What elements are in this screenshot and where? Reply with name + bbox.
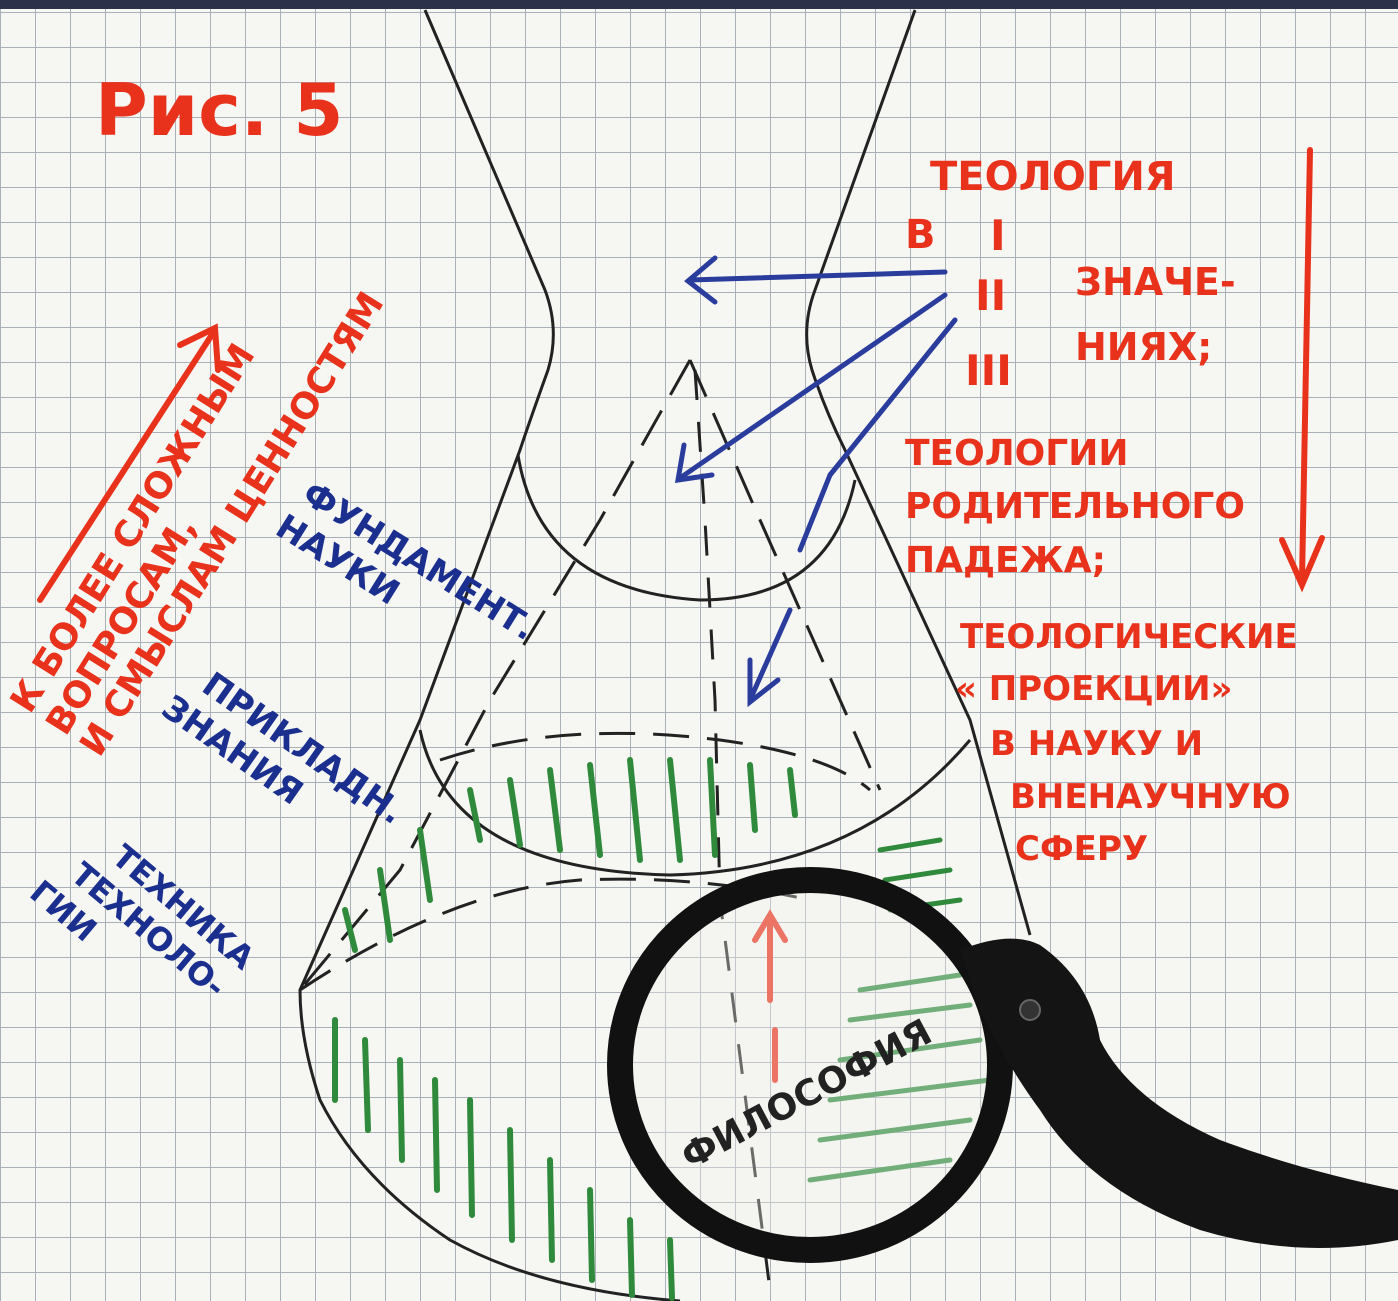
right-text-block: ТЕОЛОГИЯ В ЗНАЧЕ- НИЯХ; ТЕОЛОГИИ РОДИТЕЛ…: [905, 154, 1298, 869]
meanings-line-2: НИЯХ;: [1075, 325, 1212, 369]
figure-title: Рис. 5: [95, 68, 343, 152]
genitive-line-1: ТЕОЛОГИИ: [905, 433, 1128, 474]
projections-line-4: ВНЕНАУЧНУЮ: [1010, 777, 1291, 817]
roman-3: III: [965, 346, 1012, 395]
magnifier-handle: [960, 939, 1398, 1248]
theology-heading: ТЕОЛОГИЯ: [930, 154, 1176, 200]
projections-line-2: « ПРОЕКЦИИ»: [955, 669, 1233, 709]
inner-cone-right: [690, 360, 880, 790]
applied-label: ПРИКЛАДН. ЗНАНИЯ: [154, 653, 411, 867]
tech-label: ТЕХНИКА ТЕХНОЛО- ГИИ: [23, 811, 262, 1038]
genitive-line-2: РОДИТЕЛЬНОГО: [905, 486, 1245, 527]
projections-line-5: СФЕРУ: [1015, 829, 1148, 869]
projections-line-1: ТЕОЛОГИЧЕСКИЕ: [960, 617, 1298, 657]
magnifier-rivet: [1020, 1000, 1040, 1020]
theology-in: В: [905, 212, 936, 258]
genitive-line-3: ПАДЕЖА;: [905, 540, 1106, 581]
roman-numerals: I II III: [965, 211, 1012, 395]
magnifying-glass: [620, 880, 1398, 1250]
level-ellipse-2: [420, 730, 970, 875]
blue-arrows: [678, 258, 955, 702]
meanings-line-1: ЗНАЧЕ-: [1075, 260, 1236, 304]
roman-2: II: [975, 271, 1006, 320]
roman-1: I: [990, 211, 1006, 260]
level-ellipse-2-back: [440, 733, 870, 790]
projections-line-3: В НАУКУ И: [990, 724, 1203, 764]
